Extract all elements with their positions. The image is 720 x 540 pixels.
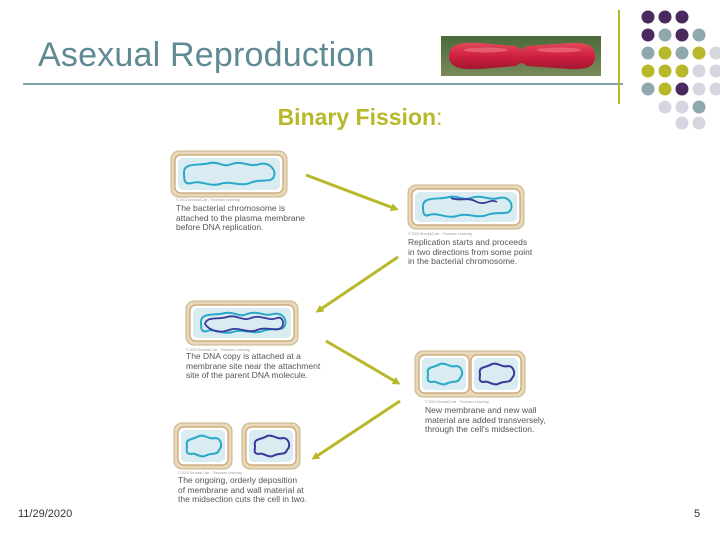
caption-step-2-line: in two directions from some point xyxy=(408,246,533,257)
subtitle-text: Binary Fission xyxy=(277,104,437,130)
credit-step-2: © 2001 Brooks/Cole - Thomson Learning xyxy=(408,232,472,236)
caption-step-1: The bacterial chromosome is attached to … xyxy=(176,203,305,233)
credit-step-5: © 2001 Brooks/Cole - Thomson Learning xyxy=(178,471,242,475)
caption-step-1-line: before DNA replication. xyxy=(176,222,264,232)
caption-step-3-line: The DNA copy is attached at a xyxy=(186,351,301,361)
caption-step-3-line: site of the parent DNA molecule. xyxy=(186,370,308,380)
decorative-dot-grid xyxy=(628,10,720,130)
bacterium-image xyxy=(441,36,601,76)
caption-step-4-line: New membrane and new wall xyxy=(425,405,537,415)
slide-number: 5 xyxy=(694,508,701,520)
credit-step-1: © 2001 Brooks/Cole - Thomson Learning xyxy=(176,198,240,202)
caption-step-5-line: the midsection cuts the cell in two. xyxy=(178,494,307,504)
arrow-step2-to-step3 xyxy=(315,255,399,313)
caption-step-3: The DNA copy is attached at a membrane s… xyxy=(186,351,321,381)
caption-step-2-line: Replication starts and proceeds xyxy=(408,237,528,247)
arrow-step3-to-step4 xyxy=(325,339,401,385)
caption-step-1-line: The bacterial chromosome is xyxy=(176,203,286,213)
fission-step-4-cell xyxy=(414,350,526,398)
fission-step-5-cell xyxy=(173,422,303,470)
caption-step-4: New membrane and new wall material are a… xyxy=(425,405,546,435)
title-underline xyxy=(23,83,623,85)
title-divider xyxy=(618,10,620,104)
caption-step-1-line: attached to the plasma membrane xyxy=(176,212,305,223)
caption-step-3-line: membrane site near the attachment xyxy=(186,360,321,371)
footer-date: 11/29/2020 xyxy=(18,508,73,520)
credit-step-3: © 2001 Brooks/Cole - Thomson Learning xyxy=(186,348,250,352)
caption-step-2: Replication starts and proceeds in two d… xyxy=(408,237,533,267)
caption-step-2-line: in the bacterial chromosome. xyxy=(408,256,518,266)
caption-step-5-line: of membrane and wall material at xyxy=(178,484,304,495)
fission-step-3-cell xyxy=(185,300,299,346)
arrow-step1-to-step2 xyxy=(305,173,399,211)
caption-step-5-line: The ongoing, orderly deposition xyxy=(178,475,298,485)
caption-step-4-line: through the cell's midsection. xyxy=(425,424,535,434)
caption-step-4-line: material are added transversely, xyxy=(425,414,546,425)
slide-subtitle: Binary Fission: xyxy=(0,104,720,131)
slide-title: Asexual Reproduction xyxy=(38,36,375,74)
subtitle-colon: : xyxy=(436,104,443,130)
arrow-step4-to-step5 xyxy=(311,399,401,460)
caption-step-5: The ongoing, orderly deposition of membr… xyxy=(178,475,307,505)
credit-step-4: © 2001 Brooks/Cole - Thomson Learning xyxy=(425,400,489,404)
fission-step-1-cell xyxy=(170,150,288,198)
fission-step-2-cell xyxy=(407,184,525,230)
